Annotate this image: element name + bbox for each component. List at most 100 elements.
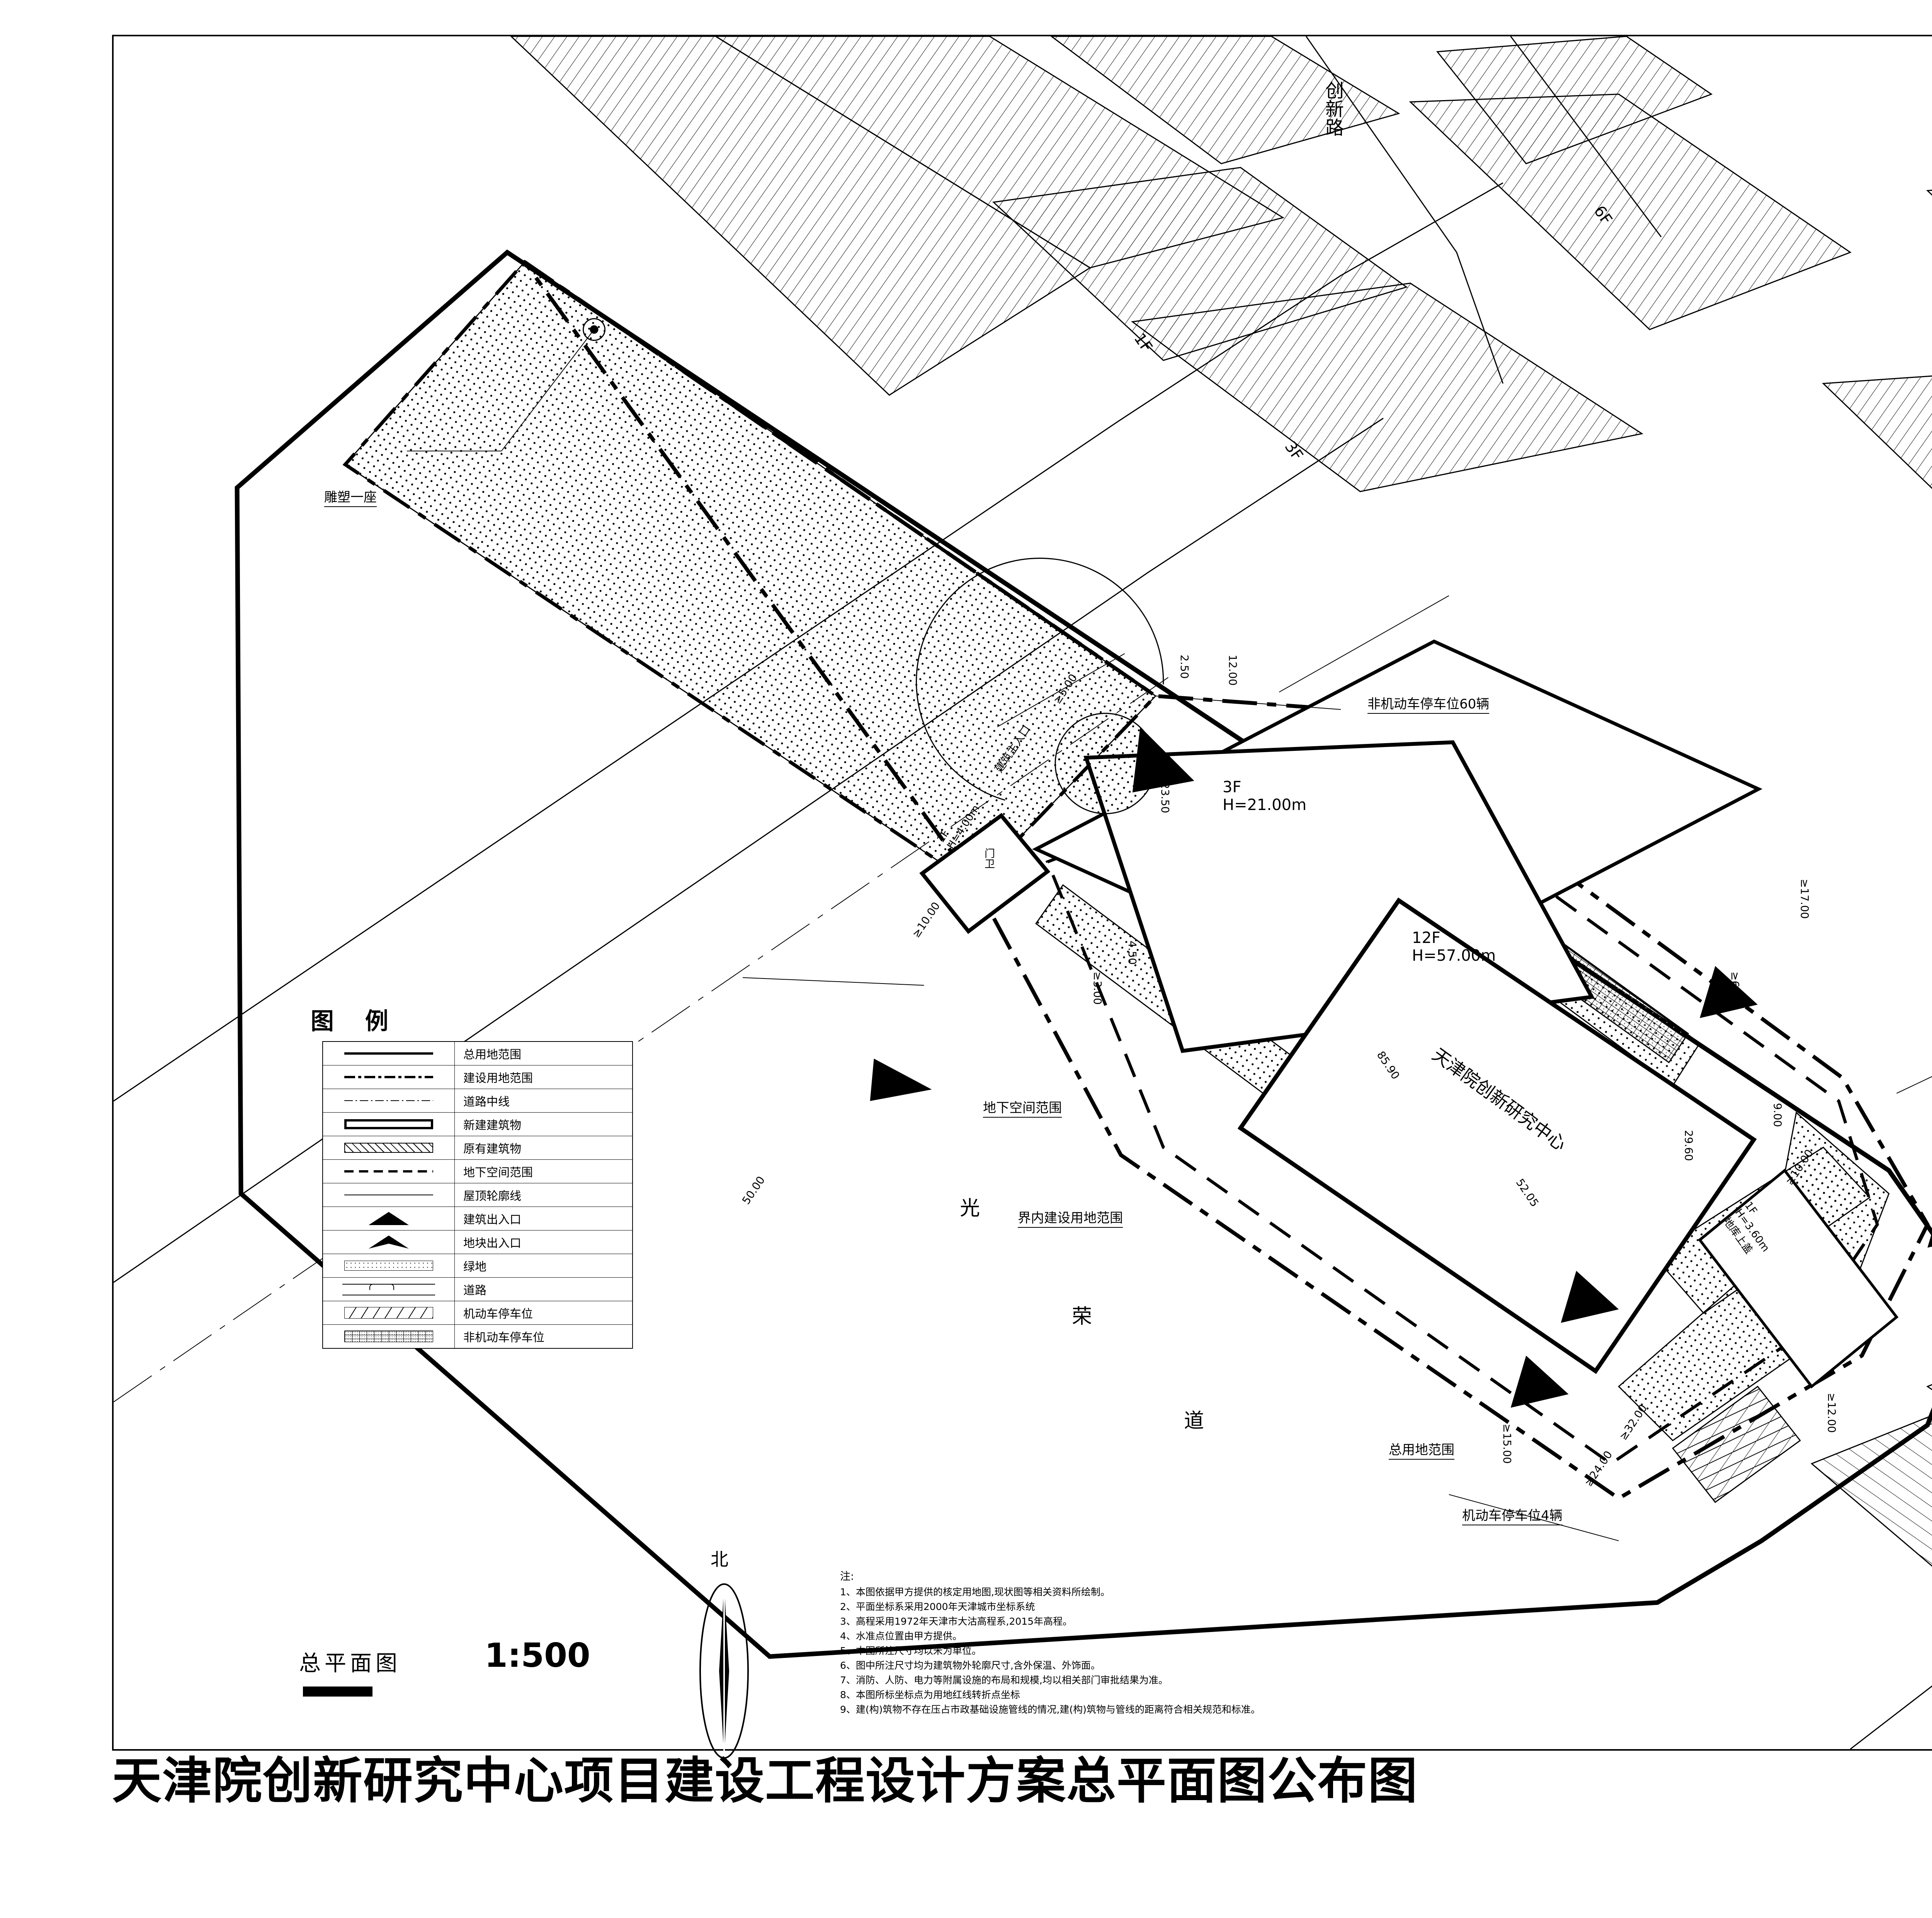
dim-23-50: 23.50 [1159,782,1172,813]
main-title: 天津院创新研究中心项目建设工程设计方案总平面图公布图 [112,1752,1418,1810]
building-3f-label-group: 3F H=21.00m [1223,778,1306,814]
dotted-fill-rectangle-icon [344,1261,433,1271]
label-bike-parking: 非机动车停车位60辆 [1367,693,1490,714]
notes-heading: 注: [840,1571,854,1583]
dim-17-00: ≥17.00 [1798,879,1811,919]
building-entrance-arrow-c [1510,1355,1569,1408]
garage-cover [1698,1168,1899,1389]
site-plan-graphic [114,36,1932,1749]
existing-buildings-group [510,36,1932,1567]
legend-symbol-cell [323,1113,455,1136]
label-road-guangrong-2: 荣 [1072,1305,1092,1328]
bold-rectangle-icon [344,1119,433,1129]
legend-symbol-cell [323,1230,455,1254]
label-bldg3f-floors: 3F [1223,778,1242,796]
legend-symbol-cell [323,1065,455,1089]
plot-entrance-arrow-west [870,1059,932,1101]
drawing-frame: 创新路 光 荣 道 雕塑一座 建筑主入口 非机动车停车位60辆 机动车停车位4辆… [112,35,1932,1759]
legend-row: 原有建筑物 [323,1136,632,1160]
legend-row: 道路 [323,1278,632,1301]
legend-label: 机动车停车位 [463,1307,533,1321]
dim-4-50: 4.50 [1126,941,1139,965]
legend-label: 道路 [463,1284,486,1297]
label-total-land-scope: 总用地范围 [1389,1439,1454,1460]
legend-title: 图 例 [311,1008,400,1035]
legend-row: 建设用地范围 [323,1065,632,1089]
legend-label: 绿地 [463,1260,486,1274]
dash-dot-line-icon [344,1076,433,1078]
label-underground-space: 地下空间范围 [983,1097,1062,1118]
north-arrow-icon [695,1582,753,1760]
legend-symbol-cell [323,1042,455,1065]
dim-29-60: 29.60 [1682,1130,1695,1161]
building-12f [1237,897,1757,1374]
legend-symbol-cell [323,1254,455,1277]
legend-row: 机动车停车位 [323,1301,632,1325]
legend-box: 总用地范围建设用地范围道路中线新建建筑物原有建筑物地下空间范围屋顶轮廓线建筑出入… [322,1041,633,1349]
dim-12-00: 12.00 [1226,655,1239,686]
legend-row: 屋顶轮廓线 [323,1183,632,1207]
dim-3-00: ≥3.00 [1091,972,1104,1005]
legend-symbol-cell [323,1301,455,1324]
legend-row: 道路中线 [323,1089,632,1113]
label-road-guangrong-3: 道 [1184,1409,1204,1433]
note-item: 1、本图依据甲方提供的核定用地图,现状图等相关资料所绘制。 [840,1586,1110,1598]
legend-row: 绿地 [323,1254,632,1278]
car-parking-area [1672,1385,1801,1503]
note-item: 3、高程采用1972年天津市大沽高程系,2015年高程。 [840,1616,1073,1627]
note-item: 2、平面坐标系采用2000年天津城市坐标系统 [840,1601,1035,1613]
label-road-chuangxin: 创新路 [1322,81,1344,136]
label-bldg3f-height: H=21.00m [1223,796,1307,814]
legend-row: 非机动车停车位 [323,1325,632,1348]
label-bldg12f-height: H=57.00m [1412,947,1496,965]
building-12f-label-group: 12F H=57.00m [1412,929,1496,965]
legend-symbol-cell [323,1089,455,1112]
legend-row: 地块出入口 [323,1230,632,1254]
dimension-lines-group [742,595,1932,1541]
legend-label: 总用地范围 [463,1048,521,1062]
legend-row: 新建建筑物 [323,1113,632,1136]
zigzag-rectangle-icon [344,1307,433,1319]
legend-label: 新建建筑物 [463,1119,521,1132]
scale-value: 1:500 [485,1636,590,1675]
legend-row: 总用地范围 [323,1042,632,1065]
building-entrance-arrow-a [1700,966,1758,1018]
north-label: 北 [711,1549,728,1570]
plaza-circle [916,558,1164,814]
notes-block: 注: 1、本图依据甲方提供的核定用地图,现状图等相关资料所绘制。 2、平面坐标系采… [840,1569,1536,1717]
gatehouse-1f [919,813,1051,934]
building-entrance-arrow-b [1561,1271,1619,1323]
label-bldg12f-floors: 12F [1412,929,1440,947]
note-item: 5、本图所注尺寸均以米为单位。 [840,1645,981,1657]
note-item: 4、水准点位置由甲方提供。 [840,1630,962,1642]
legend-label: 屋顶轮廓线 [463,1190,521,1203]
label-car-parking: 机动车停车位4辆 [1462,1505,1563,1525]
label-gatehouse-name: 门卫 [983,848,995,869]
legend-symbol-cell [323,1207,455,1230]
legend-label: 非机动车停车位 [463,1331,544,1344]
thin-dash-dot-line-icon [344,1100,433,1101]
dim-4-00: ≥4.00 [1930,914,1932,947]
garage-entrance-arrow [1927,1232,1932,1248]
legend-symbol-cell [323,1325,455,1348]
note-item: 6、图中所注尺寸均为建筑物外轮廓尺寸,含外保温、外饰面。 [840,1660,1100,1671]
label-inner-construction-scope: 界内建设用地范围 [1018,1207,1123,1228]
label-sculpture: 雕塑一座 [324,487,377,507]
road-symbol-icon [342,1282,435,1297]
legend-label: 地下空间范围 [463,1166,533,1179]
legend-row: 地下空间范围 [323,1160,632,1183]
legend-label: 原有建筑物 [463,1142,521,1156]
legend-row: 建筑出入口 [323,1207,632,1230]
chevron-triangle-icon [369,1236,409,1249]
note-item: 8、本图所标坐标点为用地红线转折点坐标 [840,1689,1020,1701]
hatched-rectangle-icon [344,1143,433,1153]
legend-label: 道路中线 [463,1095,510,1109]
total-land-boundary [235,249,1932,1659]
plan-name-label: 总平面图 [299,1651,401,1676]
grid-fill-rectangle-icon [344,1331,433,1342]
solid-line-icon [344,1052,433,1055]
legend-symbol-cell [323,1136,455,1159]
plan-underline-bar [303,1687,372,1697]
legend-label: 建设用地范围 [463,1072,533,1085]
